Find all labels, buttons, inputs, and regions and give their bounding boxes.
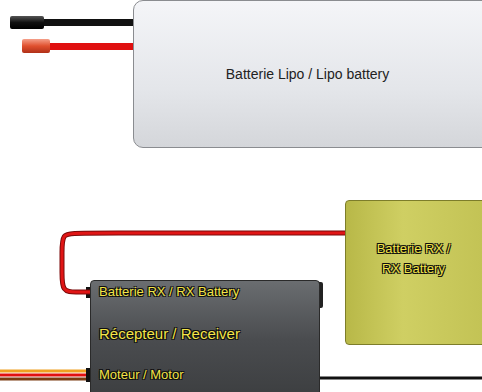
black-wire: [318, 377, 482, 380]
receiver: Batterie RX / RX BatteryRécepteur / Rece…: [90, 280, 320, 392]
red-wire: [48, 43, 140, 50]
node-label: Batterie RX / RX Battery: [374, 239, 454, 279]
node-label: Récepteur / Receiver: [99, 325, 309, 343]
power-wire: [0, 374, 90, 377]
lipo-battery: Batterie Lipo / Lipo battery: [133, 0, 482, 148]
node-label: Batterie Lipo / Lipo battery: [226, 66, 389, 83]
rx-battery: Batterie RX / RX Battery: [345, 200, 482, 345]
node-label: Batterie RX / RX Battery: [99, 284, 309, 300]
signal-wire: [0, 370, 90, 373]
black-wire: [40, 19, 140, 26]
black-connector: [10, 16, 44, 29]
ground-wire: [0, 378, 90, 381]
node-label: Moteur / Motor: [99, 367, 309, 383]
red-connector: [22, 39, 50, 53]
